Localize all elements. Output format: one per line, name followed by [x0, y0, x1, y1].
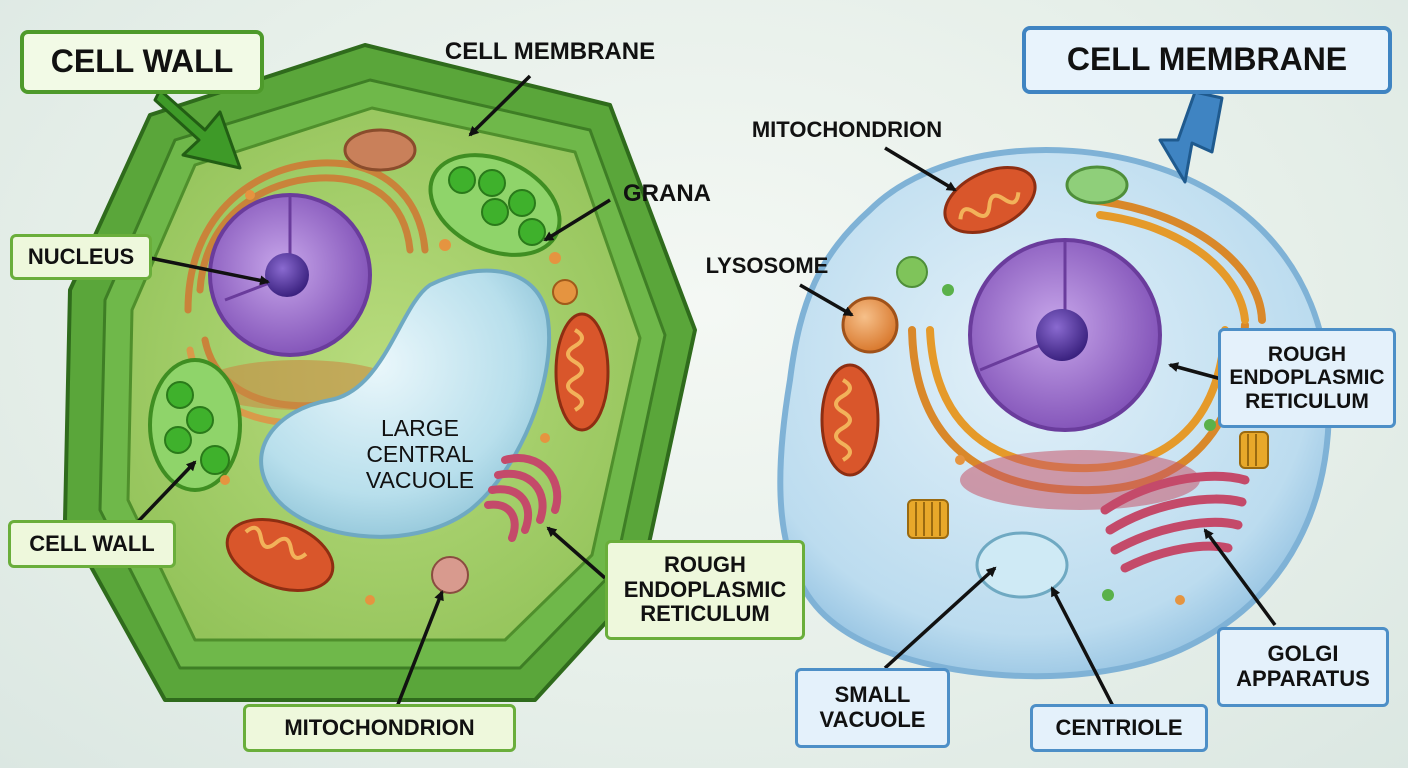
animal-golgi-apparatus — [1100, 471, 1250, 573]
plant-label-cell-membrane: CELL MEMBRANE — [444, 37, 656, 65]
plant-mitochondrion-bottom — [225, 518, 335, 592]
animal-mitochondrion-top — [943, 166, 1037, 234]
animal-small-vacuole — [975, 531, 1069, 599]
plant-chloroplast-top — [428, 153, 562, 257]
plant-nucleolus — [265, 253, 309, 297]
animal-label-mitochondrion: MITOCHONDRION — [751, 116, 943, 142]
plant-wall-pointer-arrow — [153, 88, 242, 170]
plant-title-cell-wall: CELL WALL — [20, 30, 264, 94]
plant-small-organelle — [343, 128, 417, 172]
leader-lines — [128, 74, 1277, 713]
animal-label-golgi-apparatus: GOLGI APPARATUS — [1217, 627, 1389, 707]
plant-label-grana: GRANA — [623, 179, 711, 207]
plant-label-rough-er: ROUGH ENDOPLASMIC RETICULUM — [605, 540, 805, 640]
plant-label-nucleus: NUCLEUS — [10, 234, 152, 280]
plant-label-large-central-vacuole: LARGE CENTRAL VACUOLE — [365, 415, 475, 493]
animal-nucleolus — [1036, 309, 1088, 361]
plant-label-mitochondrion: MITOCHONDRION — [243, 704, 516, 752]
plant-cell — [63, 43, 697, 702]
plant-chloroplast-left — [148, 358, 242, 492]
animal-label-rough-er: ROUGH ENDOPLASMIC RETICULUM — [1218, 328, 1396, 428]
animal-membrane-pointer-arrow — [1158, 90, 1224, 184]
animal-label-centriole: CENTRIOLE — [1030, 704, 1208, 752]
plant-mitochondrion-right — [554, 312, 610, 432]
plant-label-cell-wall: CELL WALL — [8, 520, 176, 568]
plant-golgi — [484, 454, 562, 542]
animal-lysosome — [841, 296, 899, 354]
plant-large-central-vacuole — [259, 268, 552, 539]
plant-mitochondrion-vesicle — [431, 556, 469, 594]
animal-title-cell-membrane: CELL MEMBRANE — [1022, 26, 1392, 94]
animal-centriole — [907, 431, 1269, 539]
animal-cell — [777, 147, 1332, 680]
animal-label-lysosome: LYSOSOME — [705, 252, 829, 278]
animal-mitochondrion-left — [820, 363, 880, 477]
animal-label-small-vacuole: SMALL VACUOLE — [795, 668, 950, 748]
